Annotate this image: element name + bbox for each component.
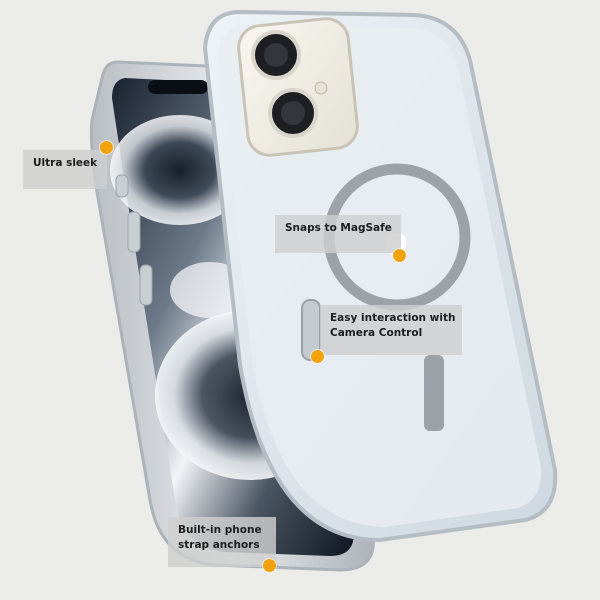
callout-strap-anchors-dot (263, 559, 276, 572)
callout-strap-anchors: Built-in phone strap anchors (168, 517, 276, 567)
callout-ultra-sleek: Ultra sleek (23, 150, 107, 189)
callout-camera-control: Easy interaction with Camera Control (320, 305, 462, 355)
phone-back (202, 9, 558, 543)
callout-camera-control-dot (311, 350, 324, 363)
callout-strap-anchors-line1: Built-in phone (178, 524, 262, 536)
callout-camera-control-line1: Easy interaction with (330, 312, 456, 324)
callout-magsafe-dot (393, 249, 406, 262)
callout-ultra-sleek-text: Ultra sleek (33, 157, 98, 169)
callout-strap-anchors-line2: strap anchors (178, 539, 260, 551)
callout-ultra-sleek-dot (100, 141, 113, 154)
callout-magsafe: Snaps to MagSafe (275, 215, 401, 253)
callout-camera-control-line2: Camera Control (330, 327, 423, 339)
callout-magsafe-text: Snaps to MagSafe (285, 222, 392, 234)
